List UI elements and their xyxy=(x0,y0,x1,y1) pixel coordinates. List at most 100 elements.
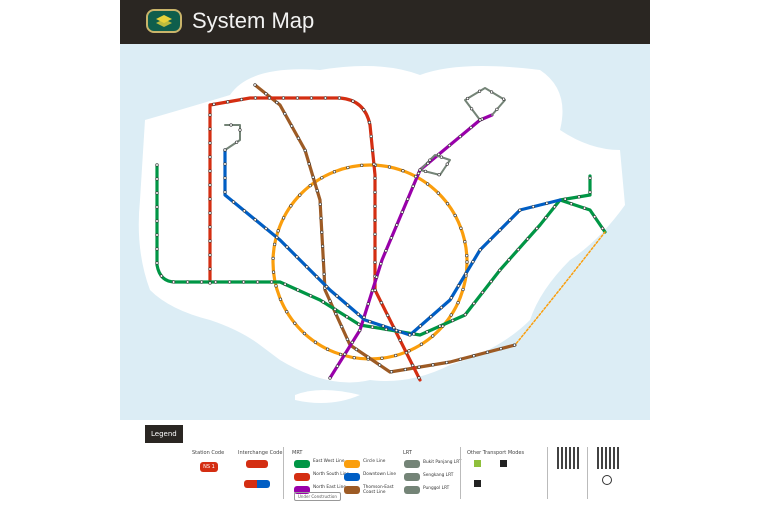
station-marker[interactable] xyxy=(384,249,388,253)
station-marker[interactable] xyxy=(155,247,159,251)
station-marker[interactable] xyxy=(480,290,485,295)
station-marker[interactable] xyxy=(155,219,159,223)
station-marker[interactable] xyxy=(155,177,159,181)
station-marker[interactable] xyxy=(155,205,159,209)
station-marker[interactable] xyxy=(223,162,227,166)
station-marker[interactable] xyxy=(155,163,159,167)
station-marker[interactable] xyxy=(352,356,356,360)
station-marker[interactable] xyxy=(212,102,216,106)
station-marker[interactable] xyxy=(366,355,370,359)
station-marker[interactable] xyxy=(208,155,212,159)
station-marker[interactable] xyxy=(370,288,375,293)
station-marker[interactable] xyxy=(320,230,324,234)
station-marker[interactable] xyxy=(408,333,412,337)
station-marker[interactable] xyxy=(426,182,430,186)
station-marker[interactable] xyxy=(321,300,325,304)
station-marker[interactable] xyxy=(380,356,384,360)
station-marker[interactable] xyxy=(208,267,212,271)
station-marker[interactable] xyxy=(379,262,383,266)
station-marker[interactable] xyxy=(501,97,506,101)
station-marker[interactable] xyxy=(456,284,461,288)
station-marker[interactable] xyxy=(401,169,405,173)
station-marker[interactable] xyxy=(477,89,482,93)
station-marker[interactable] xyxy=(386,313,390,317)
station-marker[interactable] xyxy=(274,284,278,288)
station-marker[interactable] xyxy=(370,148,375,152)
station-marker[interactable] xyxy=(398,338,402,342)
station-marker[interactable] xyxy=(518,208,522,212)
station-marker[interactable] xyxy=(360,163,364,167)
station-marker[interactable] xyxy=(535,226,539,231)
station-marker[interactable] xyxy=(478,248,482,252)
station-marker[interactable] xyxy=(417,365,421,369)
station-marker[interactable] xyxy=(381,324,385,328)
station-marker[interactable] xyxy=(451,318,455,323)
station-marker[interactable] xyxy=(296,288,300,292)
station-marker[interactable] xyxy=(303,148,307,153)
station-marker[interactable] xyxy=(271,256,275,260)
station-marker[interactable] xyxy=(370,325,375,329)
station-marker[interactable] xyxy=(367,120,372,125)
station-marker[interactable] xyxy=(320,244,325,248)
station-marker[interactable] xyxy=(439,305,443,310)
station-marker[interactable] xyxy=(437,152,441,157)
station-marker[interactable] xyxy=(472,301,476,306)
station-marker[interactable] xyxy=(354,347,359,351)
station-marker[interactable] xyxy=(429,315,433,319)
station-marker[interactable] xyxy=(155,191,159,195)
station-marker[interactable] xyxy=(323,96,327,100)
station-marker[interactable] xyxy=(404,351,409,355)
station-marker[interactable] xyxy=(321,258,325,262)
station-marker[interactable] xyxy=(439,155,444,159)
station-marker[interactable] xyxy=(378,363,382,367)
station-marker[interactable] xyxy=(172,280,176,284)
station-marker[interactable] xyxy=(208,225,212,229)
station-marker[interactable] xyxy=(264,92,268,96)
station-marker[interactable] xyxy=(463,312,467,317)
station-marker[interactable] xyxy=(311,175,315,179)
station-marker[interactable] xyxy=(437,173,441,177)
station-marker[interactable] xyxy=(208,211,212,215)
station-marker[interactable] xyxy=(508,218,512,222)
station-marker[interactable] xyxy=(309,96,313,100)
station-marker[interactable] xyxy=(431,363,435,367)
station-marker[interactable] xyxy=(445,202,450,206)
station-marker[interactable] xyxy=(449,296,453,300)
station-marker[interactable] xyxy=(309,294,313,298)
station-marker[interactable] xyxy=(465,96,470,101)
station-marker[interactable] xyxy=(276,229,280,233)
station-marker[interactable] xyxy=(307,162,311,166)
station-marker[interactable] xyxy=(456,301,460,305)
station-marker[interactable] xyxy=(334,312,338,316)
station-marker[interactable] xyxy=(362,108,366,112)
station-marker[interactable] xyxy=(302,331,307,336)
station-marker[interactable] xyxy=(296,136,301,140)
station-marker[interactable] xyxy=(238,128,242,132)
station-marker[interactable] xyxy=(326,347,330,351)
station-marker[interactable] xyxy=(488,238,492,242)
station-marker[interactable] xyxy=(186,280,190,284)
qr-code-icon[interactable] xyxy=(597,447,619,469)
station-marker[interactable] xyxy=(419,342,424,346)
station-marker[interactable] xyxy=(271,270,276,274)
station-marker[interactable] xyxy=(478,118,482,122)
station-marker[interactable] xyxy=(545,201,549,205)
station-marker[interactable] xyxy=(438,324,442,328)
station-marker[interactable] xyxy=(242,280,246,284)
station-marker[interactable] xyxy=(389,370,394,374)
station-marker[interactable] xyxy=(369,134,373,139)
station-marker[interactable] xyxy=(358,328,362,333)
station-marker[interactable] xyxy=(373,232,377,236)
station-marker[interactable] xyxy=(412,332,416,336)
station-marker[interactable] xyxy=(278,297,283,301)
station-marker[interactable] xyxy=(275,235,279,240)
station-marker[interactable] xyxy=(223,190,227,194)
station-marker[interactable] xyxy=(343,352,347,356)
station-marker[interactable] xyxy=(298,193,302,197)
station-marker[interactable] xyxy=(346,165,350,170)
station-marker[interactable] xyxy=(208,281,212,285)
station-marker[interactable] xyxy=(600,226,605,230)
station-marker[interactable] xyxy=(373,190,377,194)
station-marker[interactable] xyxy=(425,330,429,334)
station-marker[interactable] xyxy=(345,337,350,341)
